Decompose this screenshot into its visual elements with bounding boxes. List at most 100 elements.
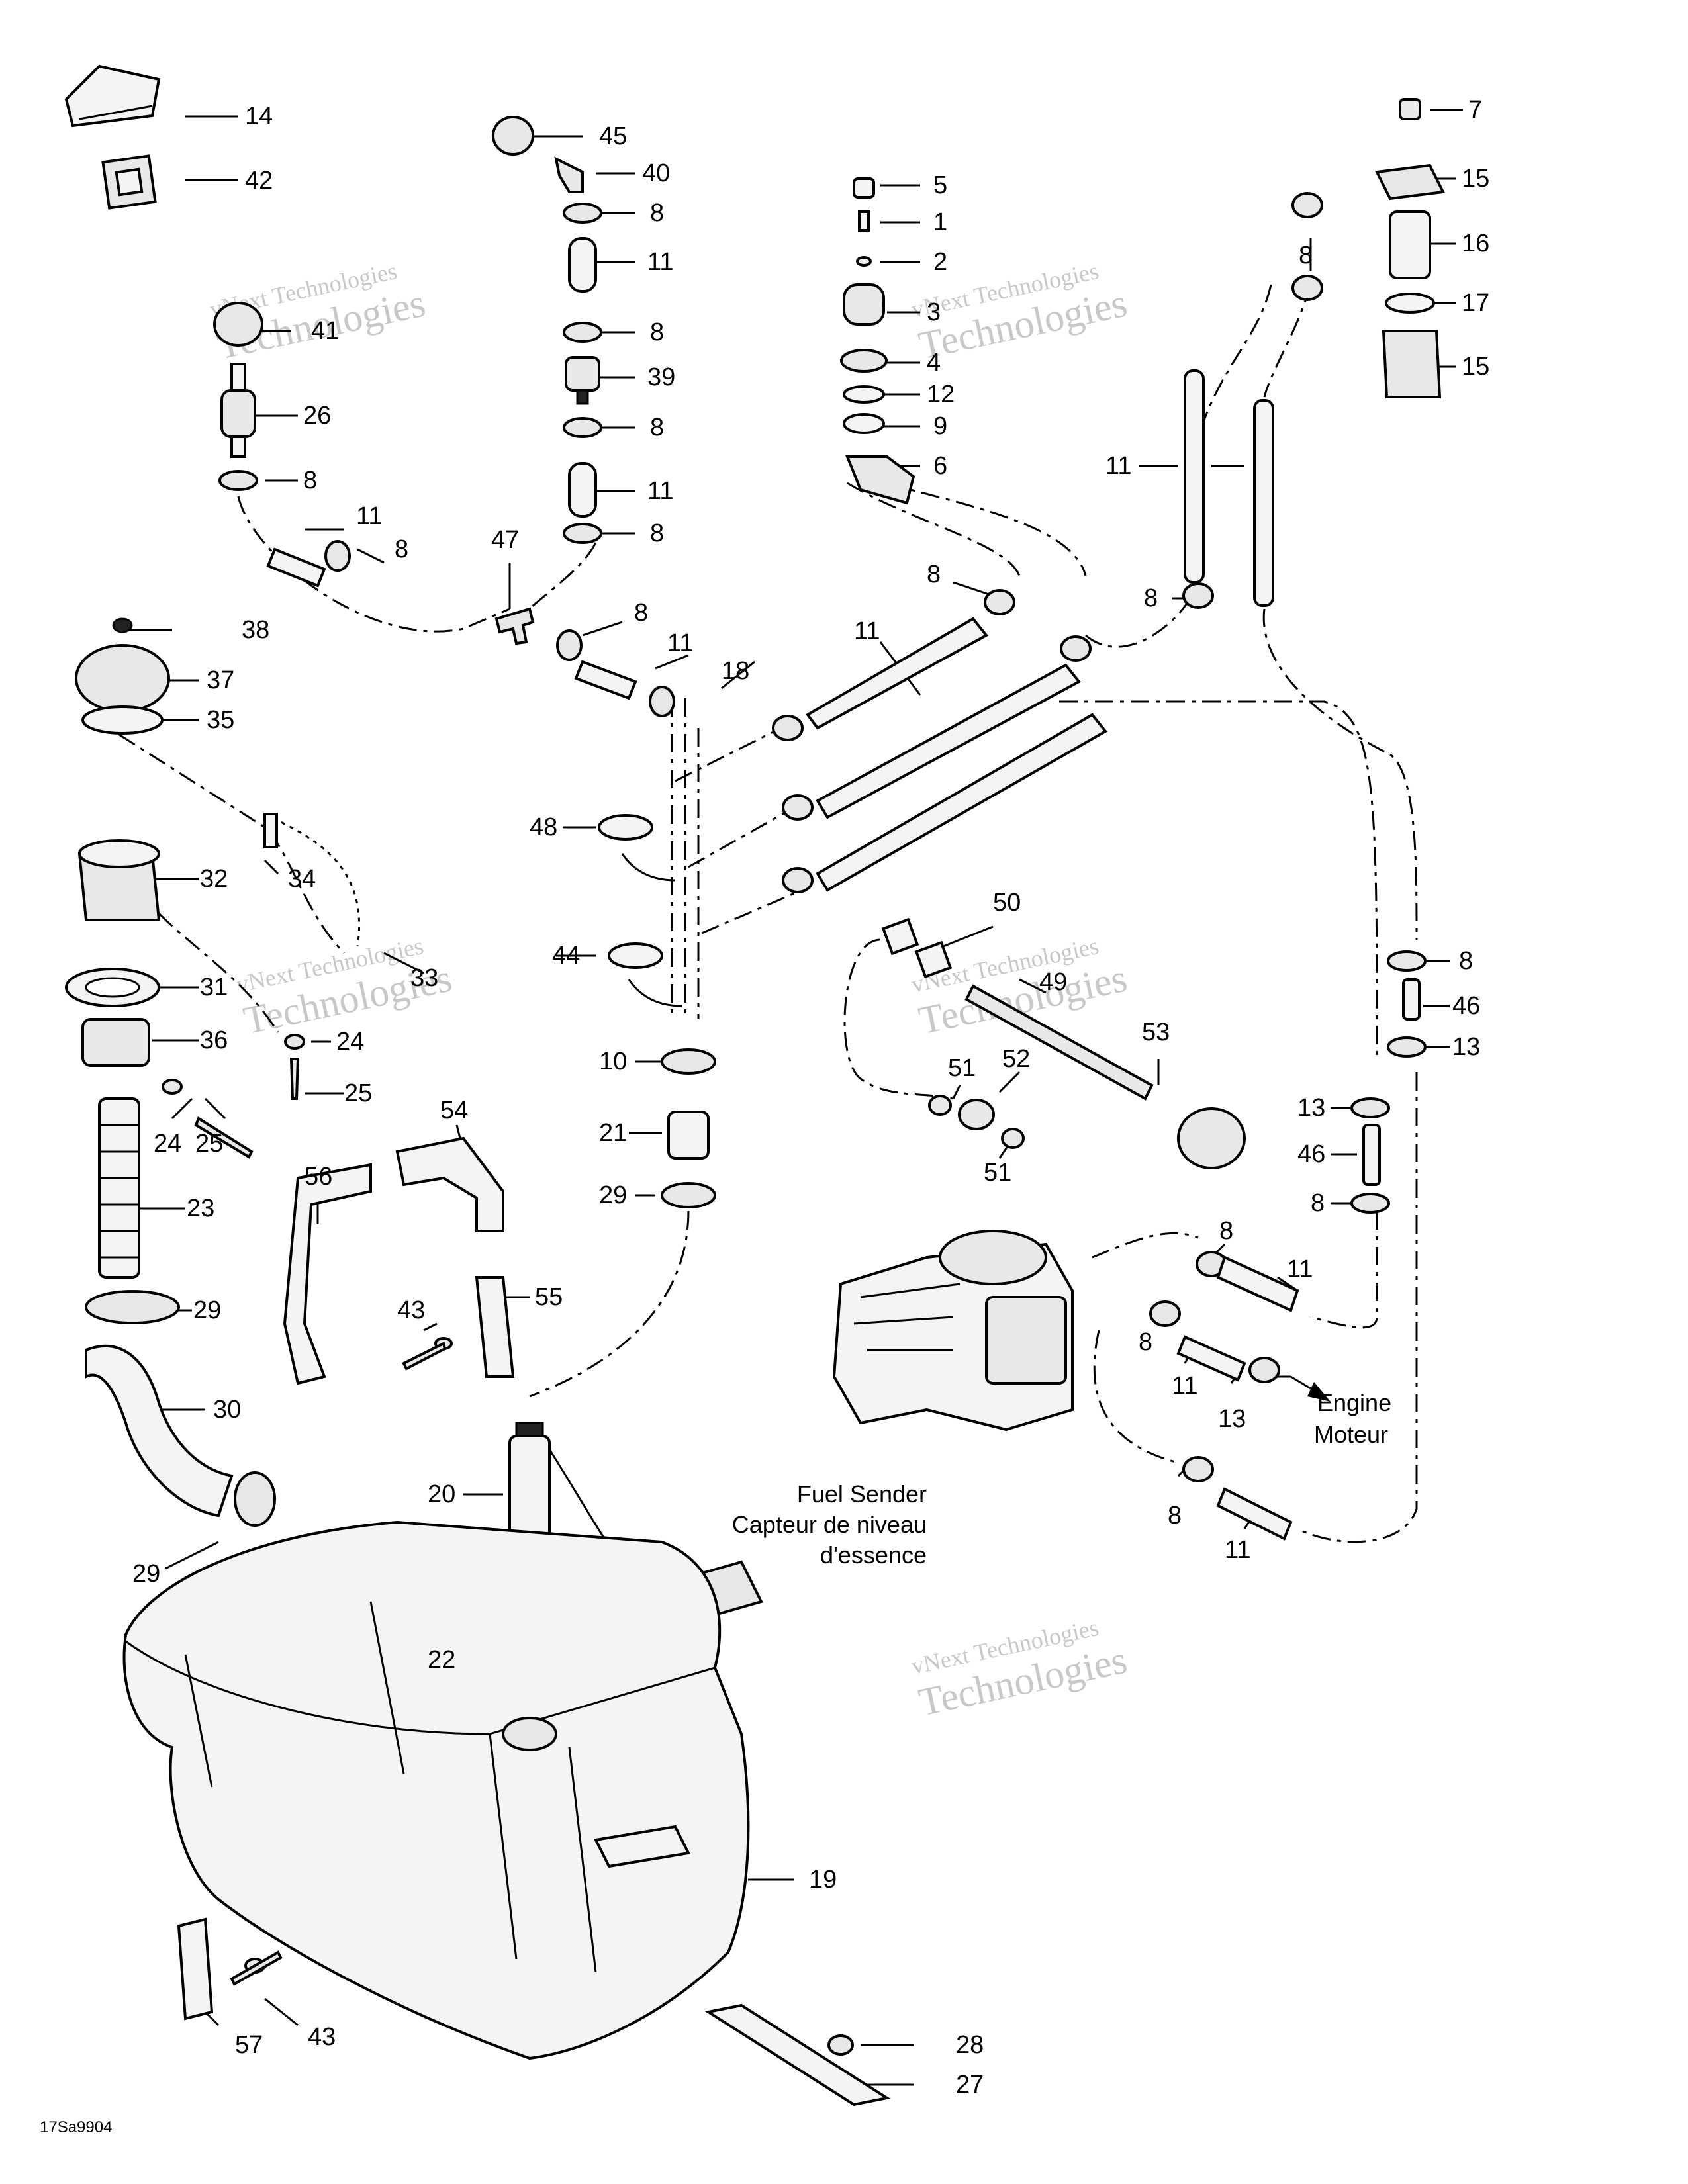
- callout-label: 8: [634, 599, 648, 627]
- callout-label: 53: [1142, 1019, 1170, 1046]
- callout-label: 55: [535, 1283, 563, 1311]
- callout-label: 31: [200, 974, 228, 1001]
- part-tie-wraps: [598, 814, 682, 1007]
- callout-label: 27: [956, 2071, 984, 2099]
- callout-label: 45: [599, 122, 627, 150]
- engine-note-fr: Moteur: [1314, 1421, 1388, 1448]
- callout-label: 23: [187, 1195, 214, 1222]
- callout-label: 11: [667, 629, 693, 657]
- callout-label: 30: [213, 1396, 241, 1424]
- callout-label: 8: [650, 318, 664, 346]
- callout-label: 56: [305, 1163, 332, 1191]
- part-vent-valve-3: [840, 177, 915, 505]
- callout-label: 21: [599, 1119, 627, 1147]
- callout-label: 29: [193, 1297, 221, 1324]
- callout-labels: 14 42 45 40 8 11 8 39 8 11 8 41 26 8 11 …: [132, 96, 1489, 2099]
- callout-label: 47: [491, 526, 519, 554]
- callout-label: 36: [200, 1026, 228, 1054]
- callout-label: 51: [948, 1054, 976, 1082]
- callout-label: 38: [242, 616, 269, 644]
- callout-label: 29: [132, 1560, 160, 1588]
- part-nut-36: [81, 1018, 150, 1067]
- callout-label: 1: [933, 208, 947, 236]
- fuel-sender-note-line1: Fuel Sender: [797, 1480, 927, 1508]
- part-cap-45: [492, 116, 534, 156]
- part-carburetor: [832, 1230, 1074, 1432]
- callout-label: 8: [303, 467, 317, 494]
- callout-label: 2: [933, 248, 947, 276]
- callout-label: 46: [1452, 992, 1480, 1020]
- callout-label: 8: [395, 535, 408, 563]
- callout-label: 37: [207, 666, 234, 694]
- watermark-group: vNext Technologies Technologies vNext Te…: [207, 257, 1131, 1724]
- callout-label: 11: [1225, 1536, 1250, 1564]
- part-filter-26: [220, 363, 256, 458]
- callout-label: 11: [647, 248, 673, 276]
- part-elbow-40: [554, 156, 584, 193]
- callout-label: 11: [647, 477, 673, 505]
- part-hose-30: [85, 1290, 276, 1527]
- callout-label: 15: [1462, 165, 1489, 193]
- part-fuel-filter-15: [1374, 98, 1446, 398]
- callout-label: 42: [245, 167, 273, 195]
- callout-label: 16: [1462, 230, 1489, 257]
- callout-label: 20: [428, 1480, 455, 1508]
- part-gasket-31: [65, 968, 160, 1007]
- callout-label: 50: [993, 889, 1021, 917]
- part-clamp: [218, 192, 1427, 1482]
- callout-label: 8: [650, 199, 664, 227]
- part-filler-cap-37: [75, 617, 170, 735]
- callout-label: 51: [984, 1159, 1011, 1187]
- engine-arrow: [1290, 1375, 1331, 1402]
- callout-label: 41: [311, 317, 339, 345]
- part-corrugated-hose-23: [98, 1097, 140, 1279]
- callout-label: 13: [1452, 1033, 1480, 1061]
- part-tee-47: [494, 607, 535, 645]
- callout-label: 14: [245, 103, 273, 130]
- part-fuel-tank-19: [122, 1520, 750, 2060]
- part-hose-segments: [266, 237, 1299, 1541]
- callout-label: 5: [933, 171, 947, 199]
- part-filter-39: [565, 356, 600, 405]
- part-clip-14: [64, 64, 161, 128]
- callout-label: 8: [1168, 1502, 1182, 1529]
- callout-label: 10: [599, 1048, 627, 1075]
- part-filler-neck-32: [77, 839, 161, 921]
- callout-label: 28: [956, 2031, 984, 2059]
- callout-label: 11: [1172, 1372, 1197, 1400]
- callout-label: 8: [1459, 947, 1473, 975]
- part-cap-41: [213, 302, 263, 347]
- callout-label: 35: [207, 706, 234, 734]
- callout-label: 9: [933, 412, 947, 440]
- callout-label: 39: [647, 363, 675, 391]
- callout-label: 11: [1287, 1255, 1313, 1283]
- callout-label: 49: [1039, 968, 1067, 996]
- callout-label: 43: [308, 2023, 336, 2051]
- callout-label: 3: [927, 298, 941, 326]
- callout-label: 25: [195, 1130, 223, 1158]
- callout-label: 18: [722, 657, 749, 685]
- part-pad-42: [101, 154, 157, 210]
- callout-label: 46: [1297, 1140, 1325, 1168]
- callout-label: 8: [650, 520, 664, 547]
- callout-label: 8: [1311, 1189, 1325, 1217]
- fuel-sender-note-line3: d'essence: [820, 1541, 927, 1569]
- callout-label: 33: [410, 964, 438, 992]
- part-bracket-27: [704, 2003, 891, 2107]
- drawing-code: 17Sa9904: [40, 2118, 112, 2136]
- callout-label: 24: [336, 1028, 364, 1056]
- callout-label: 34: [288, 865, 316, 893]
- callout-label: 11: [854, 617, 880, 645]
- callout-label: 48: [530, 813, 557, 841]
- callout-label: 11: [356, 502, 382, 530]
- callout-label: 25: [344, 1079, 372, 1107]
- part-bracket-57: [177, 1917, 283, 2021]
- callout-label: 15: [1462, 353, 1489, 381]
- callout-label: 13: [1297, 1094, 1325, 1122]
- callout-label: 43: [397, 1297, 425, 1324]
- callout-label: 17: [1462, 289, 1489, 317]
- callout-label: 6: [933, 452, 947, 480]
- part-fittings-46: [1362, 978, 1421, 1186]
- callout-label: 4: [927, 349, 941, 377]
